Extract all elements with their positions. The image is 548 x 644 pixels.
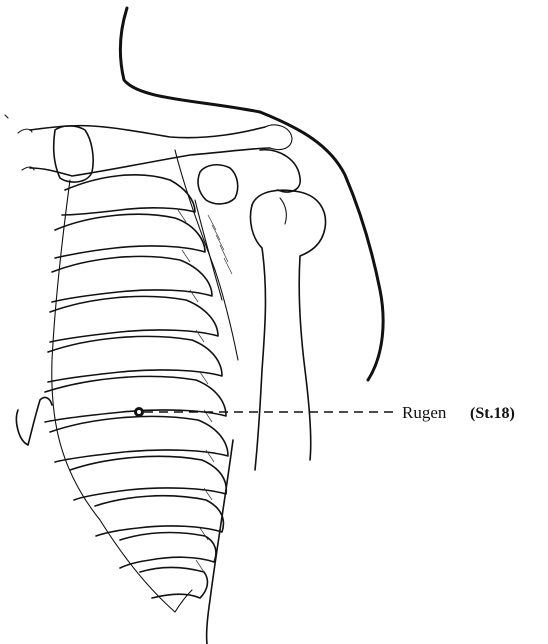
acupoint-name-label: Rugen xyxy=(402,403,447,422)
body-outline xyxy=(120,8,383,644)
shoulder-joint xyxy=(175,150,300,360)
acupoint-label: Rugen (St.18) xyxy=(402,403,515,422)
rib-cage xyxy=(45,175,228,612)
acupoint-marker xyxy=(134,407,144,417)
humerus xyxy=(250,190,325,470)
clavicle xyxy=(18,125,292,182)
acupoint-code-label: (St.18) xyxy=(470,405,515,422)
side-strokes xyxy=(5,115,52,445)
